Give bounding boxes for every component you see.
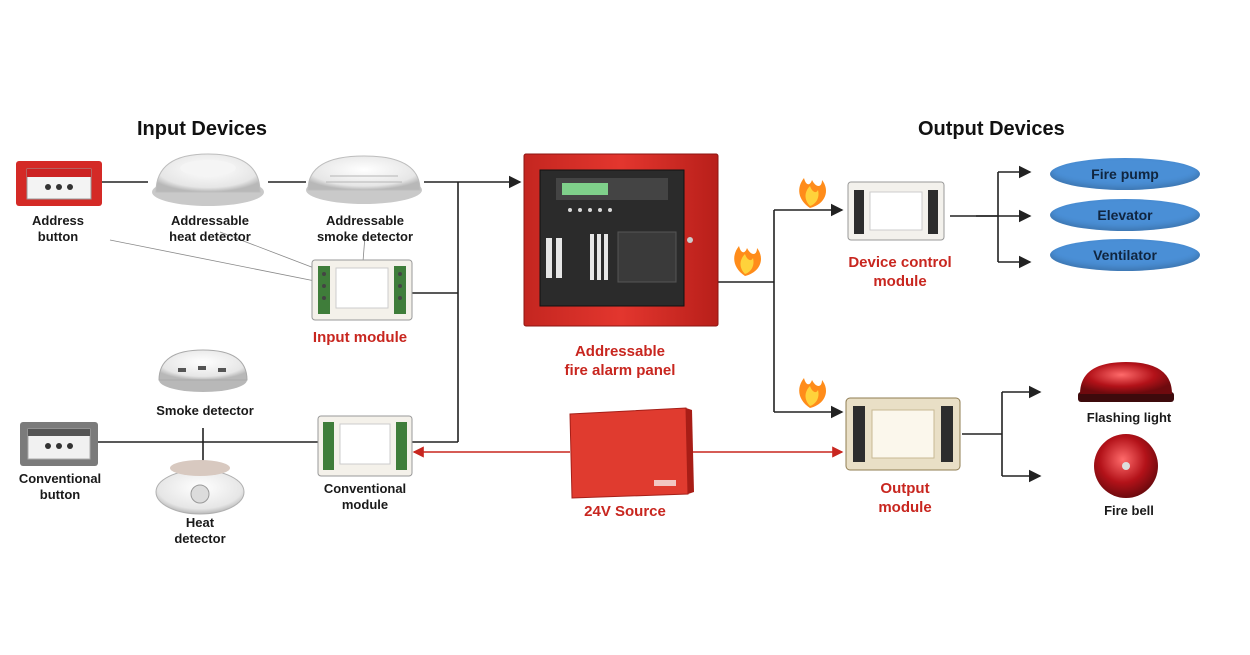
input-module-device — [311, 259, 413, 321]
output-devices-header: Output Devices — [918, 118, 1065, 140]
fire-alarm-panel-device — [523, 153, 719, 327]
device-control-module-device — [847, 181, 945, 241]
conv-smoke-detector-device — [158, 349, 248, 392]
fire-pump-output: Fire pump — [1050, 158, 1200, 190]
source-label: 24V Source — [584, 503, 666, 520]
flame-icon — [799, 178, 826, 208]
fire-bell-label: Fire bell — [1104, 503, 1154, 518]
flame-icon — [799, 378, 826, 408]
wiring — [98, 165, 1042, 483]
smoke-detector-device — [306, 155, 422, 204]
conventional-module-device — [317, 415, 413, 477]
beacon-icon — [1078, 362, 1174, 402]
address-button-device — [16, 161, 102, 206]
heat-detector-device — [152, 153, 264, 206]
bell-icon — [1094, 434, 1158, 498]
elevator-output: Elevator — [1050, 199, 1200, 231]
output-module-device — [845, 397, 961, 471]
conv-heat-detector-device — [155, 460, 245, 515]
24v-source-device — [569, 407, 694, 499]
flame-icon — [734, 246, 761, 276]
ventilator-output: Ventilator — [1050, 239, 1200, 271]
flashing-light-label: Flashing light — [1086, 410, 1172, 425]
conventional-button-device — [20, 422, 98, 466]
input-devices-header: Input Devices — [137, 118, 268, 140]
input-module-label: Input module — [312, 329, 408, 346]
conv-smoke-detector-label: Smoke detector — [156, 403, 254, 418]
